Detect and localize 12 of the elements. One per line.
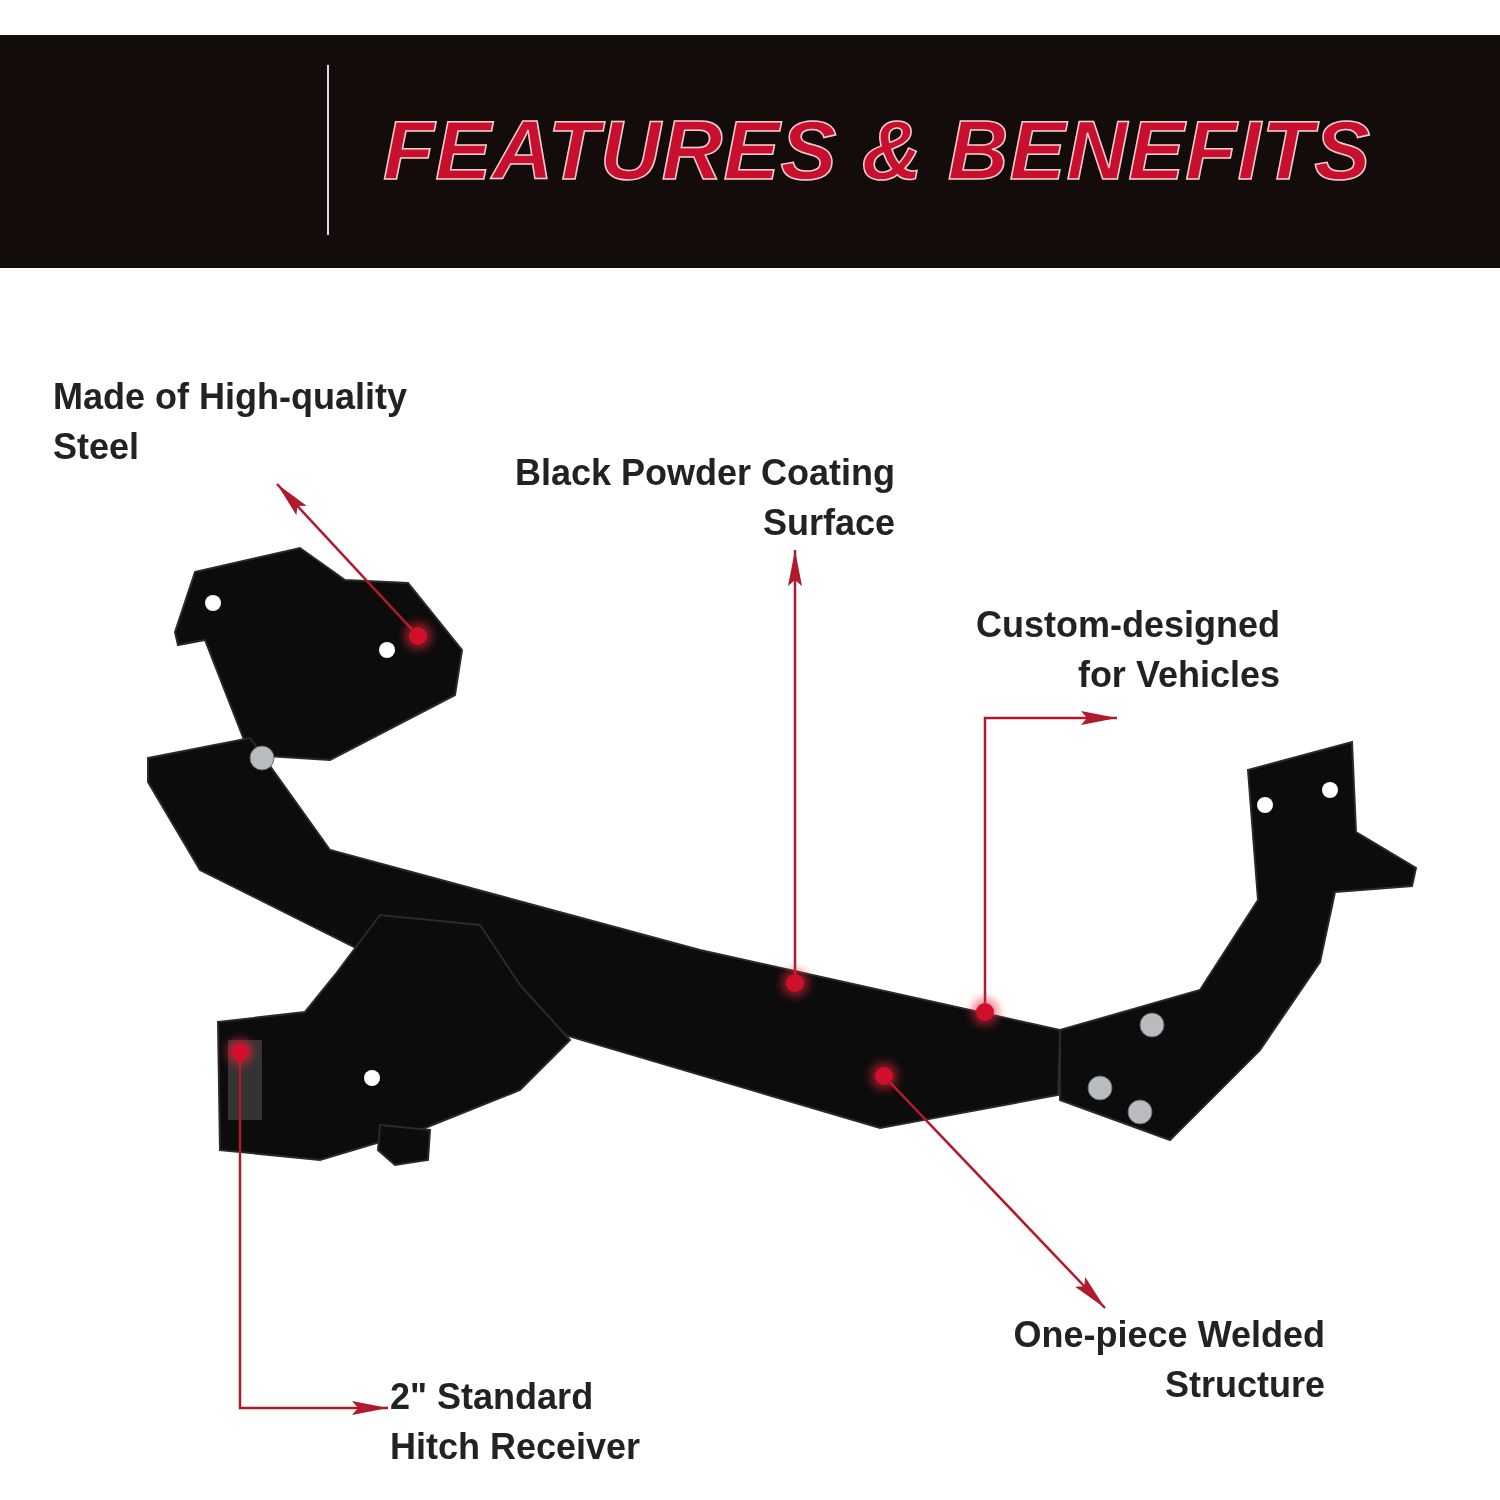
marker-dot — [976, 1003, 994, 1021]
title: FEATURES & BENEFITS — [383, 102, 1373, 199]
leader-arrow — [788, 550, 802, 974]
callout-text: 2" Standard Hitch Receiver — [390, 1375, 642, 1469]
callout-text: Custom-designed for Vehicles — [975, 603, 1280, 697]
callout-text: Made of High-quality Steel — [53, 375, 408, 469]
leader-arrow — [889, 1081, 1106, 1309]
callout-text: Black Powder Coating Surface — [513, 451, 895, 545]
leader-arrow — [983, 711, 1117, 1003]
callout-text: One-piece Welded Structure — [1012, 1313, 1325, 1407]
leader-arrow — [276, 483, 413, 631]
leader-arrow — [238, 1061, 388, 1415]
